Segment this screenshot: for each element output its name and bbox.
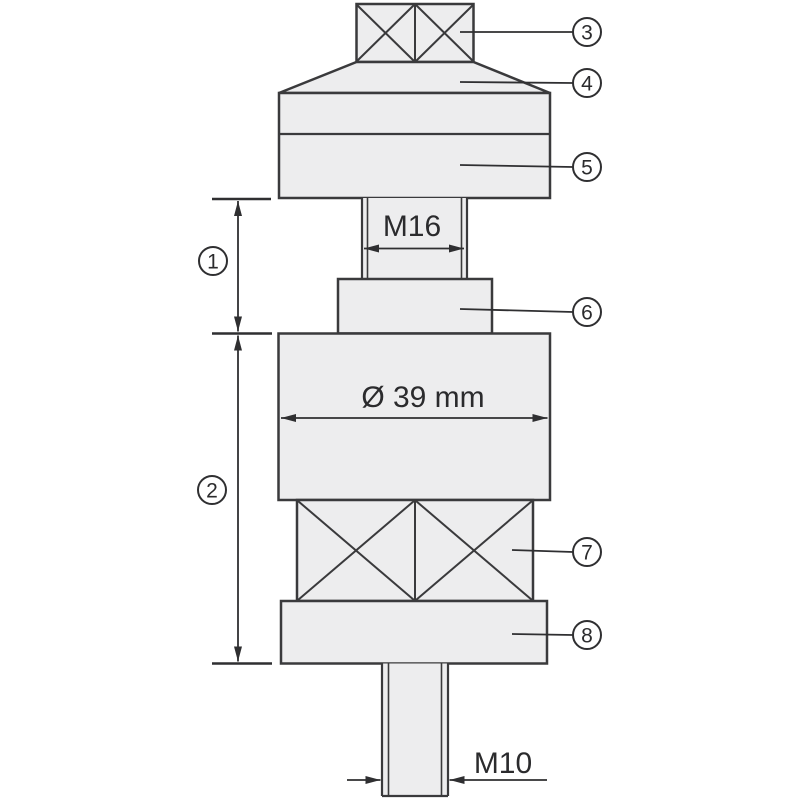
callout-2-number: 2	[206, 480, 218, 503]
part3-crosshatch-diagonal	[415, 4, 474, 62]
part7-crosshatch-diagonal	[297, 500, 415, 601]
leader-7	[511, 549, 574, 553]
dimension-m10: M10	[347, 747, 547, 784]
part3-crosshatch-diagonal	[356, 4, 415, 62]
callout-5-number: 5	[581, 157, 593, 180]
dimension-diameter-39: Ø 39 mm	[281, 381, 548, 422]
callout-5: 5	[572, 152, 602, 182]
leader-6	[459, 308, 574, 313]
leader-8	[511, 633, 574, 636]
part5-body	[277, 91, 552, 200]
thread-shaft-m16	[360, 198, 469, 279]
m10-stud-fill	[382, 663, 448, 796]
part-main-body	[277, 332, 552, 502]
callout-3-number: 3	[581, 22, 593, 45]
diameter-label: Ø 39 mm	[361, 381, 484, 414]
callout-8-number: 8	[581, 625, 593, 648]
dimension-line-1	[212, 197, 272, 335]
callout-2-circle	[197, 475, 227, 505]
body-39mm	[277, 332, 552, 502]
callout-4-circle	[572, 68, 602, 98]
leader-4	[459, 81, 574, 84]
callout-5-circle	[572, 152, 602, 182]
dimension-m16: M16	[364, 210, 464, 253]
callout-6-number: 6	[581, 302, 593, 325]
part4-trapezoid	[278, 60, 551, 95]
callout-1-number: 1	[207, 251, 219, 274]
part-base-flange	[279, 599, 549, 665]
callout-8-circle	[572, 620, 602, 650]
callout-4: 4	[572, 68, 602, 98]
callout-6: 6	[572, 297, 602, 327]
callout-7-number: 7	[581, 542, 593, 565]
callout-6-circle	[572, 297, 602, 327]
part8-body	[279, 599, 549, 665]
dimension-line-2	[212, 335, 272, 665]
callout-1-circle	[198, 246, 228, 276]
callout-3: 3	[572, 17, 602, 47]
part-collar-block	[336, 277, 494, 335]
m10-label: M10	[474, 747, 532, 780]
part6-body	[336, 277, 494, 335]
part7-crosshatch-diagonal	[415, 500, 533, 601]
callout-7-circle	[572, 537, 602, 567]
thread-stud-m10	[380, 663, 450, 798]
part-top-crosshatch-block	[355, 2, 475, 64]
callout-4-number: 4	[581, 73, 593, 96]
m16-shaft-fill	[362, 198, 467, 279]
part-tapered-shoulder	[278, 60, 551, 95]
callout-1: 1	[198, 246, 228, 276]
callout-8: 8	[572, 620, 602, 650]
callout-2: 2	[197, 475, 227, 505]
m16-label: M16	[383, 210, 441, 243]
leader-lines	[459, 31, 574, 636]
callout-3-circle	[572, 17, 602, 47]
callout-7: 7	[572, 537, 602, 567]
leader-5	[459, 164, 574, 168]
part-head-block	[277, 91, 552, 200]
part-lower-crosshatch-block	[295, 498, 535, 603]
